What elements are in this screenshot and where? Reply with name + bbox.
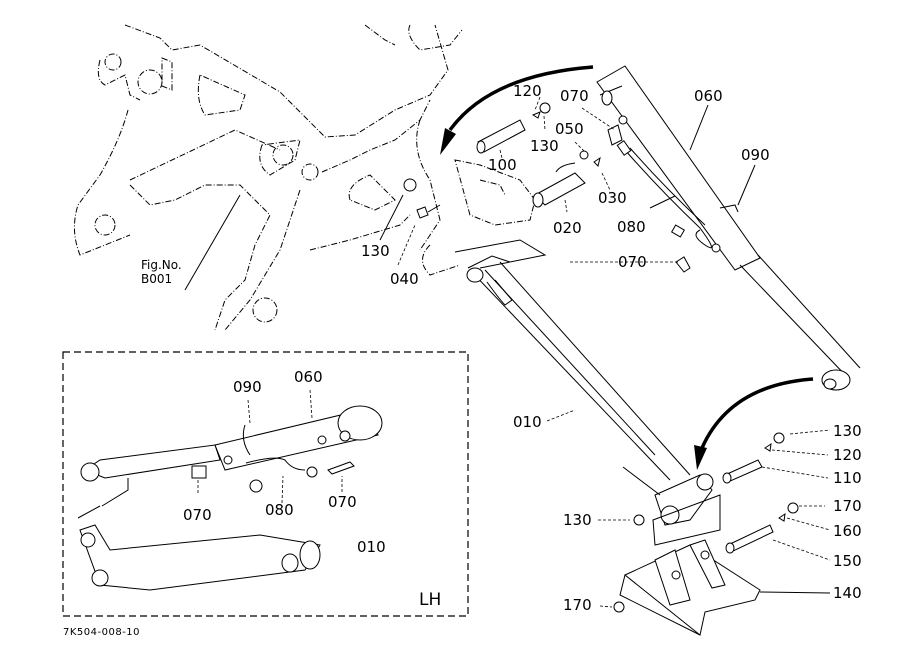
lh-inset — [62, 351, 469, 617]
arrow-lower-head-icon — [694, 445, 707, 470]
boom-arm-010 — [454, 239, 721, 546]
callout-130-left: 130 — [361, 242, 390, 260]
arrow-upper-head-icon — [440, 128, 456, 155]
callout-130-right: 130 — [833, 422, 862, 440]
inset-callout-080: 080 — [265, 501, 294, 519]
upper-pins — [403, 102, 601, 219]
callout-050: 050 — [555, 120, 584, 138]
callout-080: 080 — [617, 218, 646, 236]
callout-140: 140 — [833, 584, 862, 602]
inset-border — [62, 351, 469, 617]
inset-callout-010: 010 — [357, 538, 386, 556]
callout-030: 030 — [598, 189, 627, 207]
loader-frame-outline — [74, 24, 536, 331]
bracket-140 — [613, 432, 799, 636]
callout-130-upper: 130 — [530, 137, 559, 155]
callout-090: 090 — [741, 146, 770, 164]
leader-lines — [184, 96, 831, 608]
callout-110: 110 — [833, 469, 862, 487]
cylinder-060 — [596, 65, 861, 391]
hydraulic-pipe-080 — [570, 124, 712, 273]
arrow-lower-icon — [700, 377, 814, 449]
callout-070-lower: 070 — [618, 253, 647, 271]
inset-callout-070-right: 070 — [328, 493, 357, 511]
figure-reference: Fig.No. B001 — [141, 258, 182, 286]
inset-callout-090: 090 — [233, 378, 262, 396]
callout-170-lower: 170 — [563, 596, 592, 614]
callout-100: 100 — [488, 156, 517, 174]
callout-160: 160 — [833, 522, 862, 540]
callout-010: 010 — [513, 413, 542, 431]
callout-120-upper: 120 — [513, 82, 542, 100]
callout-020: 020 — [553, 219, 582, 237]
callout-040: 040 — [390, 270, 419, 288]
inset-side-label: LH — [419, 590, 442, 610]
figure-ref-label: Fig.No. — [141, 258, 182, 272]
callout-070-upper: 070 — [560, 87, 589, 105]
callout-060: 060 — [694, 87, 723, 105]
arrow-upper-icon — [448, 65, 594, 132]
inset-callout-070-left: 070 — [183, 506, 212, 524]
callout-120-right: 120 — [833, 446, 862, 464]
callout-170-upper: 170 — [833, 497, 862, 515]
drawing-code: 7K504-008-10 — [63, 627, 141, 638]
inset-callout-060: 060 — [294, 368, 323, 386]
callout-130-lower: 130 — [563, 511, 592, 529]
figure-ref-number: B001 — [141, 272, 173, 286]
install-arrows — [440, 65, 814, 470]
callout-150: 150 — [833, 552, 862, 570]
